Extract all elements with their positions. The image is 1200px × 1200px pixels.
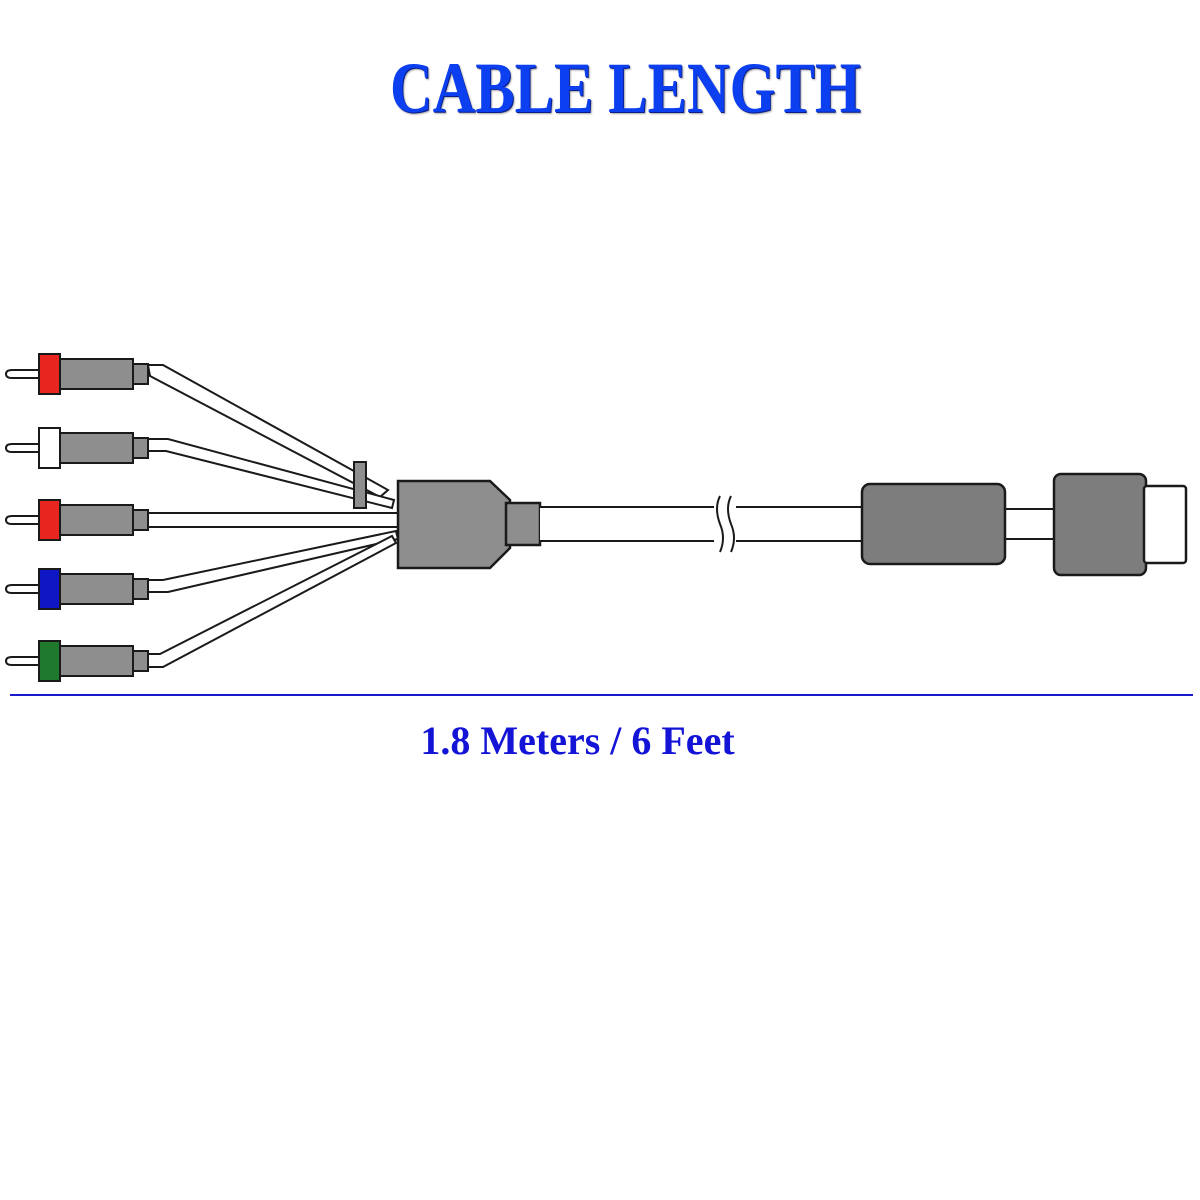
- rca-plug-3-red: [4, 499, 149, 541]
- rca-color-collar: [38, 353, 61, 395]
- wires-group: [146, 364, 400, 668]
- cable-break-mark-left: [716, 495, 724, 553]
- diagram-title: CABLE LENGTH: [390, 48, 861, 128]
- wire-3: [147, 512, 399, 528]
- rca-color-collar: [38, 427, 61, 469]
- rca-plugs: [4, 353, 149, 682]
- rca-strain-relief: [132, 509, 149, 531]
- cable-tie: [353, 461, 367, 509]
- rca-body: [59, 645, 134, 677]
- rca-plug-1-red: [4, 353, 149, 395]
- rca-pin: [4, 656, 40, 666]
- cable-break-mark-right: [727, 495, 735, 553]
- rca-color-collar: [38, 640, 61, 682]
- rca-body: [59, 432, 134, 464]
- rca-strain-relief: [132, 578, 149, 600]
- splitter-neck: [504, 501, 542, 547]
- rca-color-collar: [38, 568, 61, 610]
- cable-segment: [1005, 508, 1055, 540]
- wire-1: [146, 364, 390, 499]
- rca-body: [59, 358, 134, 390]
- rca-pin: [4, 443, 40, 453]
- length-label: 1.8 Meters / 6 Feet: [420, 718, 735, 763]
- rca-pin: [4, 584, 40, 594]
- rca-pin: [4, 369, 40, 379]
- main-cable: [540, 495, 865, 553]
- console-connector-body: [1052, 472, 1148, 577]
- rca-plug-2-white: [4, 427, 149, 469]
- rca-strain-relief: [132, 650, 149, 672]
- measurement-line: [10, 694, 1193, 696]
- rca-color-collar: [38, 499, 61, 541]
- rca-plug-5-green: [4, 640, 149, 682]
- console-connector-tip: [1142, 484, 1188, 565]
- rca-body: [59, 504, 134, 536]
- rca-strain-relief: [132, 437, 149, 459]
- rca-pin: [4, 515, 40, 525]
- rca-body: [59, 573, 134, 605]
- rca-plug-4-blue: [4, 568, 149, 610]
- rca-strain-relief: [132, 363, 149, 385]
- splitter-body: [396, 479, 512, 570]
- ferrite-core: [860, 482, 1007, 566]
- wire-5: [147, 534, 398, 668]
